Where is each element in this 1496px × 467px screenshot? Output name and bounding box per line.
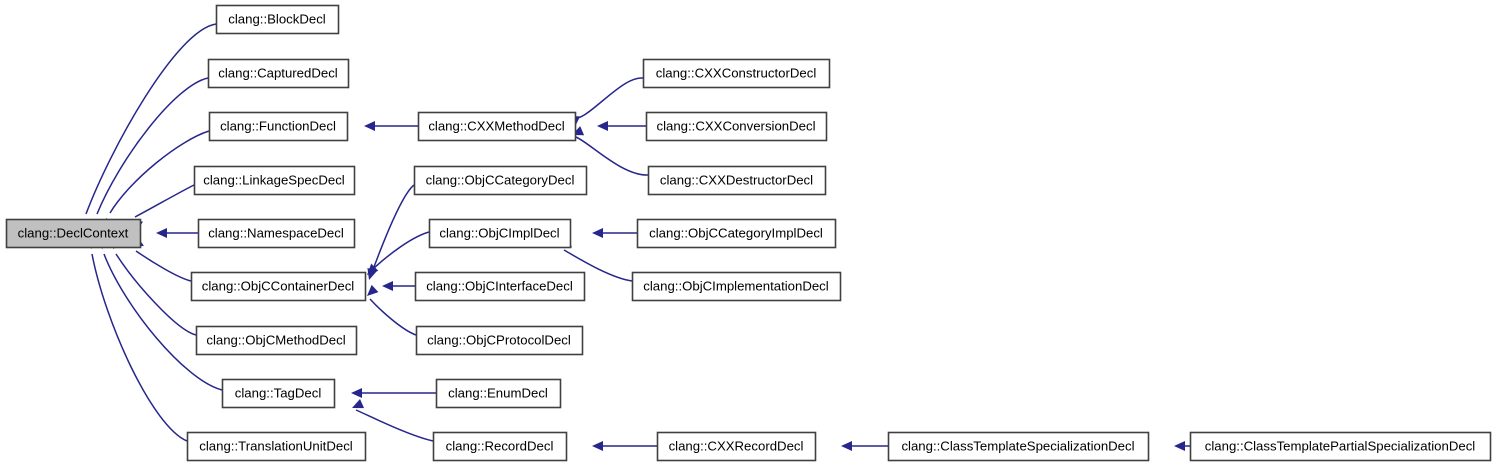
node-obj-cinterface-decl[interactable]: clang::ObjCInterfaceDecl <box>414 271 586 302</box>
edge-cxxmethod-decl-to-function-decl <box>364 121 418 131</box>
edge-obj-cimpl-decl-to-obj-ccontainer-decl <box>367 231 430 275</box>
edge-block-decl-to-decl-context <box>81 23 217 232</box>
node-box[interactable] <box>631 271 842 302</box>
node-box[interactable] <box>413 165 588 196</box>
node-function-decl[interactable]: clang::FunctionDecl <box>208 111 349 142</box>
node-box[interactable] <box>432 431 568 462</box>
arrowhead-icon <box>597 121 608 131</box>
node-translation-unit-decl[interactable]: clang::TranslationUnitDecl <box>186 431 367 462</box>
edge-line <box>85 23 217 215</box>
node-class-template-specialization-decl[interactable]: clang::ClassTemplateSpecializationDecl <box>887 431 1150 462</box>
node-class-template-partial-specialization-decl[interactable]: clang::ClassTemplatePartialSpecializatio… <box>1189 431 1492 462</box>
edge-line <box>134 184 195 218</box>
node-record-decl[interactable]: clang::RecordDecl <box>432 431 568 462</box>
edge-obj-ccategory-impl-decl-to-obj-cimpl-decl <box>592 228 637 238</box>
node-box[interactable] <box>207 58 350 89</box>
edge-line <box>369 298 417 336</box>
node-obj-cmethod-decl[interactable]: clang::ObjCMethodDecl <box>195 325 358 356</box>
arrowhead-icon <box>592 228 603 238</box>
node-obj-ccategory-impl-decl[interactable]: clang::ObjCCategoryImplDecl <box>636 218 837 249</box>
edge-obj-cprotocol-decl-to-obj-ccontainer-decl <box>367 284 417 336</box>
arrowhead-icon <box>592 441 603 451</box>
arrowhead-icon <box>351 388 362 398</box>
node-box[interactable] <box>215 4 340 35</box>
arrowhead-icon <box>841 441 852 451</box>
edge-line <box>571 77 644 120</box>
node-linkage-spec-decl[interactable]: clang::LinkageSpecDecl <box>193 165 356 196</box>
edge-namespace-decl-to-decl-context <box>156 228 198 238</box>
edge-class-template-partial-specialization-decl-to-class-template-specialization-decl <box>1174 441 1190 451</box>
node-box[interactable] <box>647 165 827 196</box>
node-tag-decl[interactable]: clang::TagDecl <box>221 378 336 409</box>
node-box[interactable] <box>190 271 367 302</box>
node-obj-ccontainer-decl[interactable]: clang::ObjCContainerDecl <box>190 271 367 302</box>
edge-cxxrecord-decl-to-record-decl <box>592 441 657 451</box>
edge-translation-unit-decl-to-decl-context <box>88 237 188 442</box>
edge-record-decl-to-tag-decl <box>352 398 434 442</box>
node-box[interactable] <box>642 58 831 89</box>
nodes-layer: clang::DeclContext clang::BlockDeclclang:… <box>5 4 1492 462</box>
edge-obj-cinterface-decl-to-obj-ccontainer-decl <box>382 281 415 291</box>
node-box[interactable] <box>195 325 358 356</box>
edge-line <box>96 77 209 215</box>
node-box[interactable] <box>428 218 572 249</box>
edge-line <box>563 249 633 282</box>
edge-captured-decl-to-decl-context <box>92 77 209 232</box>
edge-tag-decl-to-decl-context <box>101 236 223 391</box>
node-box[interactable] <box>887 431 1150 462</box>
arrowhead-icon <box>367 284 379 296</box>
node-box[interactable] <box>656 431 817 462</box>
arrowhead-icon <box>352 398 365 409</box>
edge-line <box>91 253 188 442</box>
edge-line <box>103 253 223 391</box>
node-obj-cimplementation-decl[interactable]: clang::ObjCImplementationDecl <box>631 271 842 302</box>
arrowhead-icon <box>382 281 393 291</box>
node-box[interactable] <box>636 218 837 249</box>
edge-cxxconstructor-decl-to-cxxmethod-decl <box>568 77 644 126</box>
node-box[interactable] <box>414 271 586 302</box>
edge-line <box>135 250 192 282</box>
edge-line <box>575 136 649 176</box>
node-box[interactable] <box>415 325 584 356</box>
node-enum-decl[interactable]: clang::EnumDecl <box>435 378 562 409</box>
node-box[interactable] <box>5 218 142 249</box>
node-cxxmethod-decl[interactable]: clang::CXXMethodDecl <box>417 111 577 142</box>
edge-line <box>115 253 197 336</box>
node-box[interactable] <box>186 431 367 462</box>
node-box[interactable] <box>1189 431 1492 462</box>
node-box[interactable] <box>435 378 562 409</box>
edge-class-template-specialization-decl-to-cxxrecord-decl <box>841 441 888 451</box>
node-cxxconversion-decl[interactable]: clang::CXXConversionDecl <box>645 111 828 142</box>
node-box[interactable] <box>197 218 356 249</box>
edge-obj-cmethod-decl-to-decl-context <box>113 237 197 336</box>
arrowhead-icon <box>364 121 375 131</box>
node-obj-ccategory-decl[interactable]: clang::ObjCCategoryDecl <box>413 165 588 196</box>
node-block-decl[interactable]: clang::BlockDecl <box>215 4 340 35</box>
node-box[interactable] <box>645 111 828 142</box>
edge-line <box>355 409 434 442</box>
node-namespace-decl[interactable]: clang::NamespaceDecl <box>197 218 356 249</box>
node-box[interactable] <box>417 111 577 142</box>
edge-line <box>369 231 430 273</box>
node-cxxdestructor-decl[interactable]: clang::CXXDestructorDecl <box>647 165 827 196</box>
arrowhead-icon <box>156 228 167 238</box>
node-obj-cimpl-decl[interactable]: clang::ObjCImplDecl <box>428 218 572 249</box>
node-box[interactable] <box>193 165 356 196</box>
edge-enum-decl-to-tag-decl <box>351 388 436 398</box>
edge-line <box>370 184 415 276</box>
node-box[interactable] <box>208 111 349 142</box>
edge-cxxconversion-decl-to-cxxmethod-decl <box>597 121 646 131</box>
node-obj-cprotocol-decl[interactable]: clang::ObjCProtocolDecl <box>415 325 584 356</box>
node-box[interactable] <box>221 378 336 409</box>
edge-line <box>109 130 210 214</box>
node-captured-decl[interactable]: clang::CapturedDecl <box>207 58 350 89</box>
arrowhead-icon <box>367 263 379 275</box>
node-decl-context[interactable]: clang::DeclContext <box>5 218 142 249</box>
node-cxxconstructor-decl[interactable]: clang::CXXConstructorDecl <box>642 58 831 89</box>
node-cxxrecord-decl[interactable]: clang::CXXRecordDecl <box>656 431 817 462</box>
arrowhead-icon <box>1174 441 1185 451</box>
